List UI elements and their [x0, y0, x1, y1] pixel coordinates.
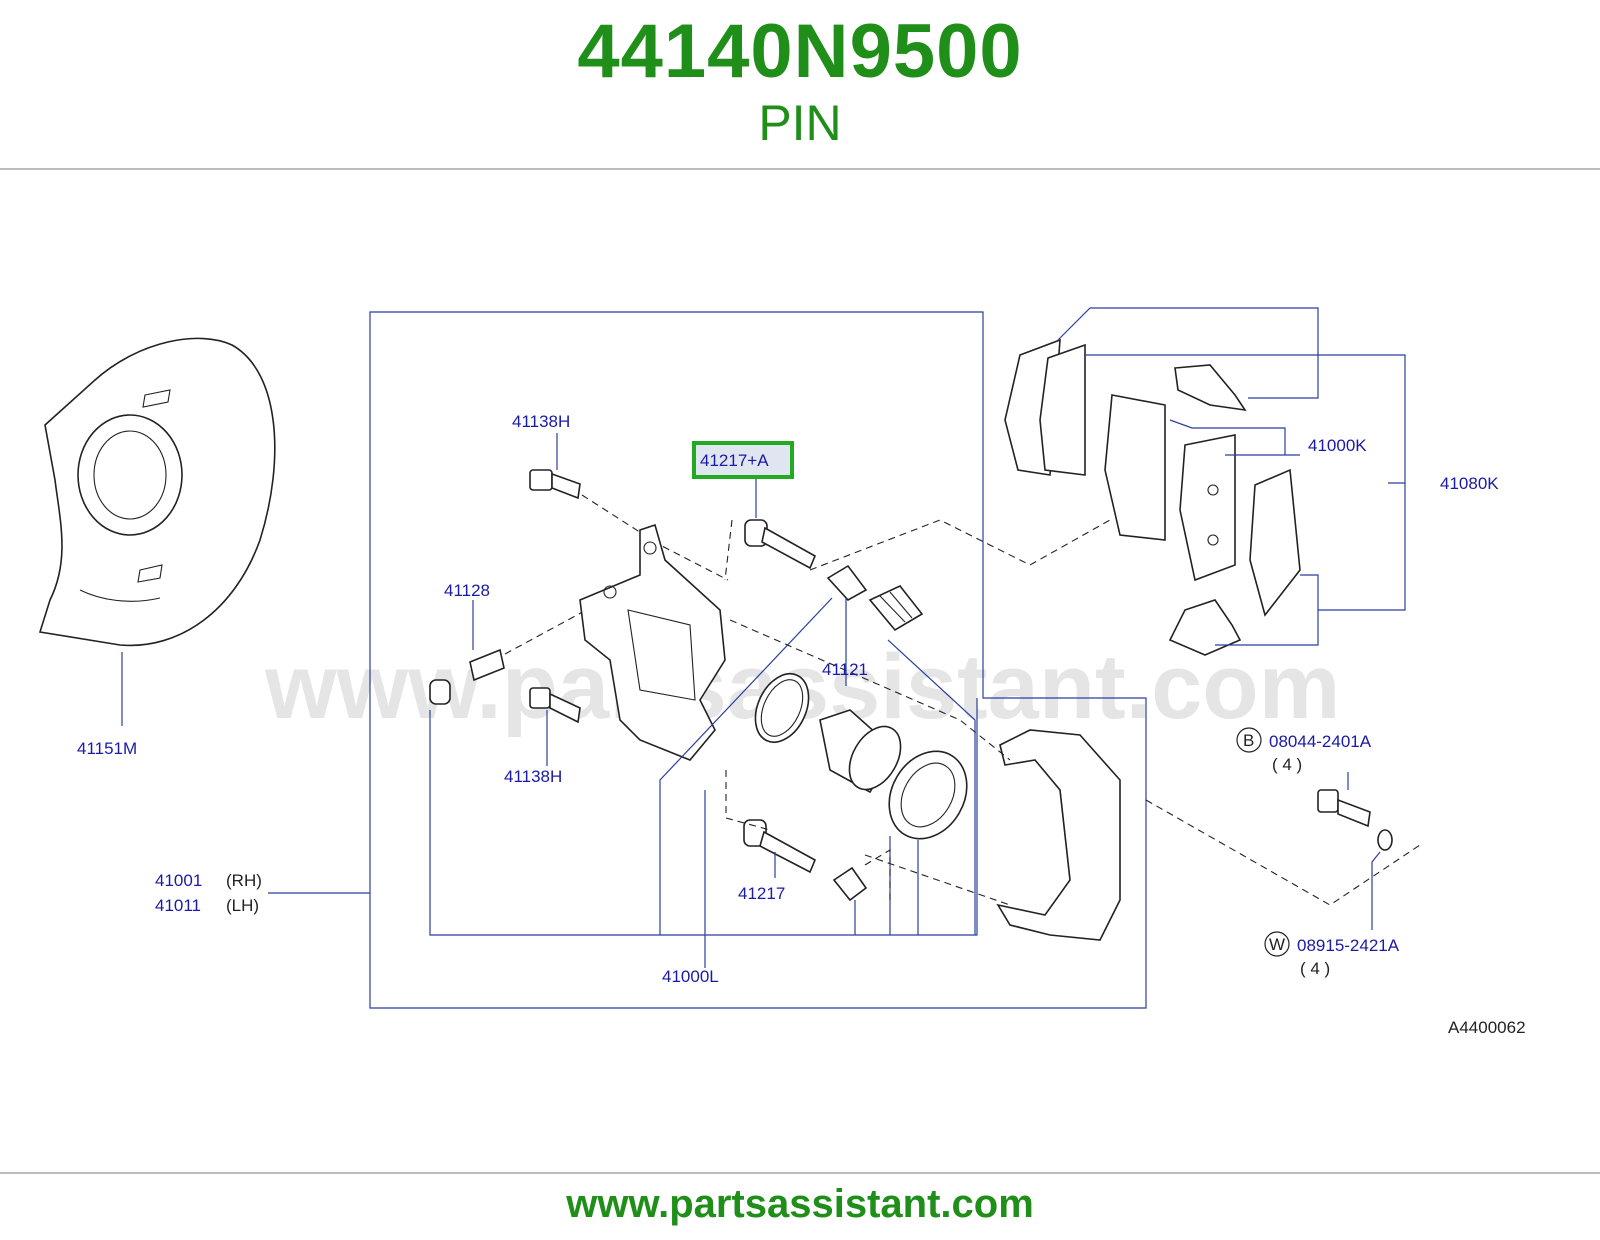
leader-41080K-top: [1085, 354, 1406, 484]
bolt-top-guide: [581, 494, 729, 581]
dust-shield-part[interactable]: [38, 337, 276, 647]
highlighted-part-box: [692, 441, 794, 479]
footer-divider: [0, 1172, 1600, 1174]
pin-guide-top: [724, 519, 733, 581]
brake-pad-shim-back[interactable]: [1249, 468, 1301, 617]
lower-pin-guide: [725, 770, 891, 900]
leader-41080K-bottom: [1215, 483, 1406, 646]
pad-clip-bottom[interactable]: [1168, 599, 1242, 656]
leader-clip-top: [1057, 307, 1319, 399]
callout-41011[interactable]: 41011: [155, 896, 201, 915]
callout-08044-qty: ( 4 ): [1272, 755, 1302, 774]
washer-08915-2421A[interactable]: [1377, 829, 1393, 851]
callout-41011-side: (LH): [226, 896, 259, 915]
bracket-guide: [729, 619, 1421, 906]
bolt-41138H-bottom[interactable]: [529, 687, 581, 724]
pad-clip-top[interactable]: [1174, 364, 1247, 412]
leader-41000K: [1169, 419, 1300, 456]
pad-shim-inner[interactable]: [1039, 343, 1086, 476]
diagram-reference-code: A4400062: [1448, 1018, 1526, 1037]
bleeder-guide: [504, 607, 591, 655]
bolt-letter-b: B: [1243, 731, 1254, 750]
guide-pin-41217[interactable]: [743, 819, 817, 874]
leader-41121: [659, 597, 847, 935]
caliper-piston[interactable]: [819, 709, 911, 798]
callout-41128[interactable]: 41128: [444, 581, 490, 600]
part-number-title: 44140N9500: [577, 9, 1023, 94]
caliper-assembly-frame: [369, 311, 1147, 1009]
piston-dust-boot[interactable]: [874, 737, 982, 853]
pad-guide-line: [809, 519, 1111, 571]
part-name-subtitle: PIN: [758, 95, 842, 151]
callout-41001[interactable]: 41001: [155, 871, 202, 890]
callout-41121[interactable]: 41121: [822, 660, 868, 679]
header-divider: [0, 168, 1600, 170]
pin-boot-lower[interactable]: [832, 866, 868, 902]
washer-letter-circle: [1264, 931, 1290, 957]
brake-pad-inner[interactable]: [1179, 434, 1236, 582]
bolt-08044-2401A[interactable]: [1317, 789, 1371, 828]
footer-website-link[interactable]: www.partsassistant.com: [566, 1182, 1034, 1226]
pin-sleeve-upper[interactable]: [868, 585, 924, 632]
callout-41080K[interactable]: 41080K: [1440, 474, 1499, 493]
caliper-kit-bracket: [429, 698, 978, 936]
guide-pin-41217A[interactable]: [744, 519, 817, 570]
page-header: 44140N9500 PIN: [0, 0, 1600, 168]
bleeder-41128[interactable]: [429, 648, 505, 705]
bolt-letter-circle: [1236, 727, 1262, 753]
piston-seal-41121[interactable]: [745, 665, 819, 751]
leader-sleeve: [887, 639, 976, 935]
callout-41151M[interactable]: 41151M: [77, 739, 137, 758]
callout-08915-qty: ( 4 ): [1300, 959, 1330, 978]
caliper-body-part[interactable]: [579, 523, 726, 761]
callout-08915-2421A[interactable]: 08915-2421A: [1297, 936, 1400, 955]
callout-41000L[interactable]: 41000L: [662, 967, 719, 986]
callout-41217A[interactable]: 41217+A: [700, 451, 769, 470]
callout-08044-2401A[interactable]: 08044-2401A: [1269, 732, 1372, 751]
brake-pad-outer[interactable]: [1104, 394, 1166, 541]
callout-41217[interactable]: 41217: [738, 884, 785, 903]
washer-letter-w: W: [1269, 935, 1285, 954]
callout-41138H-bottom[interactable]: 41138H: [504, 767, 562, 786]
callout-41001-side: (RH): [226, 871, 262, 890]
callout-41000K[interactable]: 41000K: [1308, 436, 1367, 455]
leader-boot: [889, 836, 919, 935]
caliper-torque-member[interactable]: [996, 729, 1121, 941]
callout-41138H-top[interactable]: 41138H: [512, 412, 570, 431]
leader-08915: [1371, 851, 1381, 930]
bolt-41138H-top[interactable]: [529, 469, 581, 500]
pin-boot-upper[interactable]: [826, 564, 868, 602]
